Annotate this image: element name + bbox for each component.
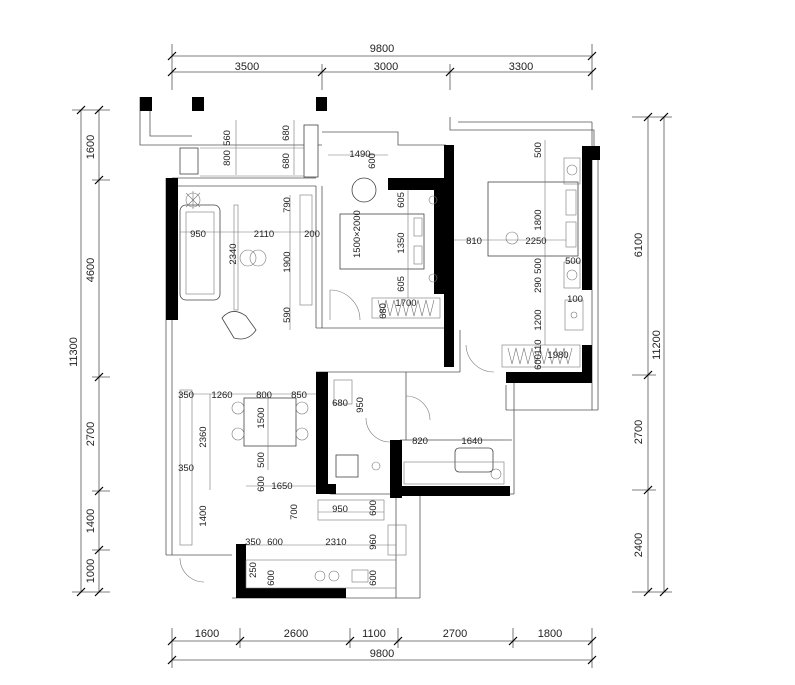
dim-label: 680 xyxy=(332,398,348,409)
dim-label: 200 xyxy=(304,229,320,240)
dim-label: 850 xyxy=(291,390,307,401)
dim-label: 1260 xyxy=(211,390,232,401)
dim-label: 600 xyxy=(267,537,283,548)
top-dimension-lines: 9800 3500 3000 3300 xyxy=(167,43,597,90)
top-dim-segment: 3500 xyxy=(235,61,259,73)
dim-label: 350 xyxy=(178,390,194,401)
dim-label: 1900 xyxy=(282,251,293,272)
left-dim-segment: 2700 xyxy=(85,422,97,446)
dim-label: 350 xyxy=(245,537,261,548)
bottom-dim-segment: 2700 xyxy=(443,628,467,640)
dim-label: 1350 xyxy=(396,232,407,253)
furniture: 1500×2000 xyxy=(179,124,584,589)
right-dim-segment: 6100 xyxy=(633,233,645,257)
dim-label: 950 xyxy=(332,504,348,515)
dim-label: 1980 xyxy=(547,350,568,361)
dim-label: 680 xyxy=(281,125,292,141)
dim-label: 600 xyxy=(367,153,378,169)
right-dim-segment: 2400 xyxy=(633,533,645,557)
dim-label: 800 xyxy=(222,150,233,166)
dim-label: 500 xyxy=(565,256,581,267)
bottom-dimension-lines: 1600 2600 1100 2700 1800 9800 xyxy=(167,628,597,668)
dim-label: 590 xyxy=(282,307,293,323)
dim-label: 1500 xyxy=(256,407,267,428)
bottom-dim-segment: 1600 xyxy=(195,628,219,640)
dim-label: 1800 xyxy=(533,209,544,230)
dim-label: 790 xyxy=(282,197,293,213)
toilet xyxy=(335,454,359,478)
left-dim-segment: 4600 xyxy=(85,258,97,282)
bottom-dim-segment: 2600 xyxy=(284,628,308,640)
dim-label: 600 xyxy=(266,570,277,586)
left-dim-segment: 1000 xyxy=(85,559,97,583)
bottom-dim-segment: 1800 xyxy=(538,628,562,640)
dim-label: 2110 xyxy=(254,229,274,240)
dim-label: 2250 xyxy=(525,236,546,247)
dim-label: 1400 xyxy=(198,505,209,526)
dim-label: 500 xyxy=(256,452,267,468)
top-dim-segment: 3000 xyxy=(374,61,398,73)
dim-label: 500 xyxy=(533,142,544,158)
dim-label: 2360 xyxy=(198,426,209,447)
bed-size-text: 1500×2000 xyxy=(352,210,363,258)
dim-label: 960 xyxy=(368,534,379,550)
dim-label: 600 xyxy=(256,476,267,492)
dim-label: 680 xyxy=(378,303,389,319)
dim-label: 1200 xyxy=(533,309,544,330)
bathtub xyxy=(454,447,494,473)
dim-label: 2310 xyxy=(325,537,346,548)
dim-label: 560 xyxy=(222,130,233,146)
chair xyxy=(351,177,377,203)
dim-label: 500 xyxy=(533,258,544,274)
dim-label: 950 xyxy=(355,397,366,413)
dim-label: 100 xyxy=(567,294,583,305)
dim-label: 605 xyxy=(396,276,407,292)
dining-table xyxy=(243,397,297,447)
bottom-overall-dim: 9800 xyxy=(370,648,394,660)
bottom-dim-segment: 1100 xyxy=(362,628,386,640)
dim-label: 950 xyxy=(190,229,206,240)
top-dim-segment: 3300 xyxy=(509,61,533,73)
left-dim-segment: 1400 xyxy=(85,509,97,533)
dim-label: 250 xyxy=(248,562,259,578)
armchair xyxy=(221,311,257,340)
right-overall-dim: 11200 xyxy=(651,330,663,360)
dim-label: 1700 xyxy=(395,298,416,309)
solid-walls xyxy=(140,97,600,598)
top-overall-dim: 9800 xyxy=(370,43,394,55)
sofa xyxy=(179,204,221,301)
dim-label: 700 xyxy=(289,504,300,520)
dim-label: 820 xyxy=(412,436,428,447)
dim-label: 600 xyxy=(368,570,379,586)
bed xyxy=(339,213,425,270)
dim-label: 290 xyxy=(533,277,544,293)
left-dimension-lines: 11300 1600 4600 2700 1400 1000 xyxy=(68,105,110,597)
left-dim-segment: 1600 xyxy=(85,135,97,159)
dim-label: 810 xyxy=(466,236,482,247)
dim-label: 680 xyxy=(281,153,292,169)
dim-label: 1490 xyxy=(349,149,370,160)
dim-label: 350 xyxy=(178,463,194,474)
master-bed xyxy=(487,181,579,257)
dim-label: 2340 xyxy=(228,243,239,264)
interior-dimension-lines xyxy=(180,120,566,546)
dim-label: 1650 xyxy=(271,481,292,492)
right-dimension-lines: 6100 2700 2400 11200 xyxy=(632,112,672,597)
dim-label: 800 xyxy=(256,390,272,401)
dim-label: 605 xyxy=(396,192,407,208)
dim-label: 600 xyxy=(533,354,544,370)
interior-labels: 560 800 680 680 1490 600 790 605 2110 95… xyxy=(178,125,583,586)
right-dim-segment: 2700 xyxy=(633,420,645,444)
dim-label: 110 xyxy=(533,339,544,354)
dim-label: 600 xyxy=(368,500,379,516)
left-overall-dim: 11300 xyxy=(68,337,80,367)
dim-label: 1640 xyxy=(461,436,482,447)
